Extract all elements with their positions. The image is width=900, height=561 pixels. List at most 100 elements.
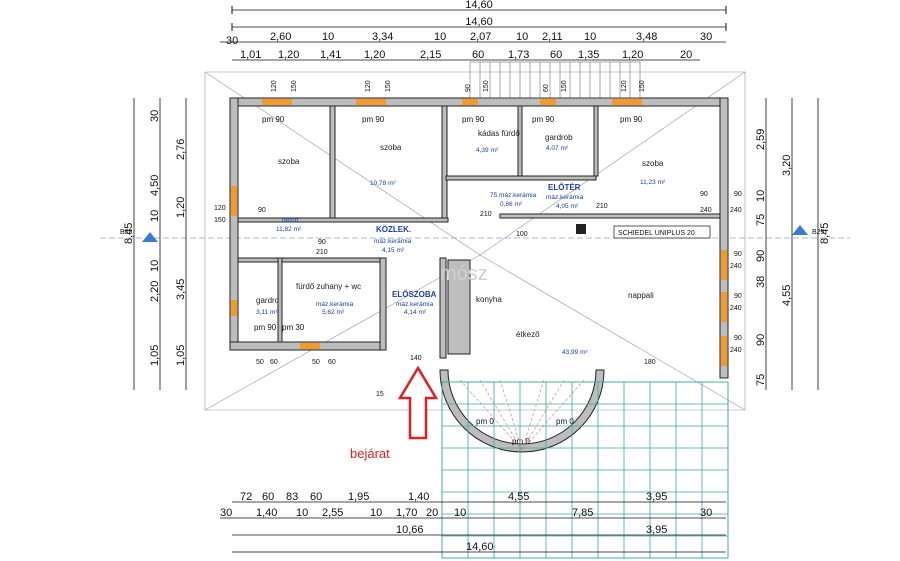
left-side-150: 150 <box>214 217 226 224</box>
wh-150d: 150 <box>561 80 568 92</box>
room9-mat: máz.kerámia <box>316 301 354 308</box>
bot4-1460: 14,60 <box>466 541 494 553</box>
window-6 <box>231 186 237 216</box>
wh-60: 60 <box>543 84 550 92</box>
top-dim-120b: 1,20 <box>364 49 385 61</box>
bot2-170: 1,70 <box>396 507 417 519</box>
right-455: 4,55 <box>781 285 793 306</box>
wh-150a: 150 <box>291 80 298 92</box>
room3-area: 4,39 m² <box>476 147 499 154</box>
room11-name: gardro <box>256 296 280 305</box>
top-dim-10c: 10 <box>516 31 528 43</box>
left-105b: 1,05 <box>175 345 187 366</box>
right-s-90a: 90 <box>734 191 742 198</box>
rooms: pm 90 szoba pm 90 szoba 10,78 m² pm 90 k… <box>254 115 666 356</box>
d-90b: 90 <box>318 239 326 246</box>
left-105a: 1,05 <box>149 345 161 366</box>
window-height-labels: 120 150 120 150 90 150 60 150 120 150 <box>271 80 646 92</box>
left-10b: 10 <box>149 260 161 272</box>
bay-pm0-left: pm 0 <box>476 417 494 426</box>
door-dims: 90 90 210 210 210 90 240 50 60 50 60 15 … <box>256 191 712 398</box>
right-s-240a: 240 <box>730 207 742 214</box>
bot2-255: 2,55 <box>322 507 343 519</box>
room7-name: ELŐTÉR <box>548 183 581 192</box>
left-outer: 8,45 <box>123 223 135 244</box>
wh-90: 90 <box>465 84 472 92</box>
room1-name: szoba <box>278 157 300 166</box>
bot2-10b: 10 <box>370 507 382 519</box>
room10-mat: máz.kerámia <box>396 301 434 308</box>
section-label-left: B25 <box>120 229 133 236</box>
d-210b: 210 <box>480 211 492 218</box>
left-30: 30 <box>149 110 161 122</box>
room7-area: 4,05 m² <box>556 203 579 210</box>
room6-name: beton <box>282 217 299 224</box>
top-dim-10d: 10 <box>584 31 596 43</box>
section-marker-left-icon <box>142 232 158 242</box>
top-dim-120c: 1,20 <box>622 49 643 61</box>
room6-area: 11,82 m² <box>276 226 302 233</box>
room13-name: étkező <box>516 330 540 339</box>
room1-pm: pm 90 <box>262 115 285 124</box>
wh-150e: 150 <box>639 80 646 92</box>
top-dim-207: 2,07 <box>470 31 491 43</box>
room4-area: 4,07 m² <box>546 145 569 152</box>
d-100: 100 <box>516 231 528 238</box>
room5-pm: pm 90 <box>620 115 643 124</box>
bot1-83: 83 <box>286 491 298 503</box>
window-2 <box>356 99 386 105</box>
right-75a: 75 <box>755 214 767 226</box>
window-1 <box>262 99 292 105</box>
right-320: 3,20 <box>781 155 793 176</box>
left-276: 2,76 <box>175 139 187 160</box>
window-7 <box>231 300 237 316</box>
bay-pm0-mid: pm 0 <box>512 437 530 446</box>
windows <box>231 99 727 366</box>
room2-name: szoba <box>380 143 402 152</box>
room10-name: ELŐSZOBA <box>392 290 437 299</box>
room8-area: 4,15 m² <box>382 247 405 254</box>
right-90b: 90 <box>755 334 767 346</box>
right-s-90c: 90 <box>734 293 742 300</box>
left-220: 2,20 <box>149 281 161 302</box>
bot2-10a: 10 <box>296 507 308 519</box>
right-90a: 90 <box>755 250 767 262</box>
left-450: 4,50 <box>149 175 161 196</box>
window-5 <box>612 99 642 105</box>
bot2-140: 1,40 <box>256 507 277 519</box>
window-11 <box>300 343 320 349</box>
right-dimensions: 8,45 3,20 4,55 2,59 10 75 90 38 90 75 90… <box>730 98 831 390</box>
entrance-arrow-icon <box>397 365 439 440</box>
window-10 <box>721 336 727 366</box>
bot2-30b: 30 <box>700 507 712 519</box>
left-120: 1,20 <box>175 197 187 218</box>
top-dim-260: 2,60 <box>270 31 291 43</box>
d-210a: 210 <box>316 249 328 256</box>
top-dim-60b: 60 <box>550 49 562 61</box>
d-15: 15 <box>376 391 384 398</box>
bot2-785: 7,85 <box>572 507 593 519</box>
right-s-90d: 90 <box>734 335 742 342</box>
room2-pm: pm 90 <box>362 115 385 124</box>
wh-120c: 120 <box>621 80 628 92</box>
pm30: pm 30 <box>282 323 305 332</box>
walls <box>229 97 729 379</box>
room9-name: fürdő zuhany + wc <box>296 282 361 291</box>
top-dim-348: 3,48 <box>636 31 657 43</box>
right-38: 38 <box>755 276 767 288</box>
watermark: mósz <box>440 263 488 285</box>
room7-mat: máz.kerámia <box>546 194 584 201</box>
mat-75: 75 máz.kerámia <box>490 192 537 199</box>
top-dim-20: 20 <box>680 49 692 61</box>
left-345: 3,45 <box>175 279 187 300</box>
area-086: 0,86 m² <box>500 201 523 208</box>
wh-120b: 120 <box>365 80 372 92</box>
chimney-label: SCHIEDEL UNIPLUS 20 <box>618 230 695 237</box>
d-180: 180 <box>644 359 656 366</box>
top-dim-135: 1,35 <box>578 49 599 61</box>
d-210c: 210 <box>596 203 608 210</box>
d-60b: 60 <box>328 359 336 366</box>
top-dim-10a: 10 <box>322 31 334 43</box>
left-dimensions: 8,45 30 4,50 10 2,20 10 1,05 2,76 1,20 3… <box>123 98 226 390</box>
